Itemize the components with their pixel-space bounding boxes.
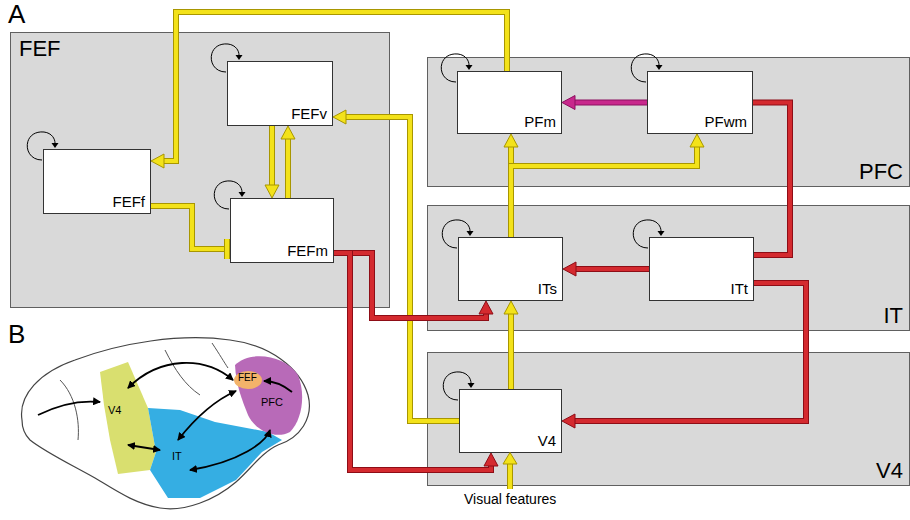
pathway-arrow (264, 381, 292, 392)
input-label: Visual features (464, 491, 556, 507)
module-box: PFwm (647, 71, 753, 134)
fef-region (234, 371, 262, 389)
region-panel: FEF FEFf FEFvFEFm (10, 32, 390, 308)
v4-region (100, 362, 156, 474)
module-label: ITs (538, 280, 557, 297)
region-label: FEF (19, 36, 61, 61)
it-region (148, 408, 282, 498)
pathway-arrow (190, 430, 270, 470)
region-panel: V4V4 (427, 352, 910, 486)
panel-letter: A (8, 0, 25, 30)
module-label: ITt (731, 280, 749, 297)
region-label: V4 (876, 458, 903, 483)
pathway-arrow (128, 445, 160, 450)
area-label: FEF (238, 372, 257, 384)
pathway-arrow (178, 391, 236, 440)
module-box: FEFf (43, 149, 151, 214)
module-box: ITt (649, 237, 754, 301)
module-label: V4 (538, 432, 556, 449)
pathway-arrow (38, 402, 100, 415)
module-box: FEFm (230, 198, 334, 263)
module-box: FEFv (227, 61, 333, 126)
sulcus-line (165, 350, 200, 395)
panel-letter: B (8, 320, 25, 350)
module-box: ITs (458, 237, 563, 301)
region-panel: PFC PFm PFwm (427, 57, 910, 187)
module-box: PFm (457, 71, 562, 134)
area-label: PFC (261, 396, 283, 409)
sulcus-line (60, 380, 78, 440)
sulcus-line (212, 343, 228, 368)
pfc-region (235, 356, 302, 435)
region-panel: IT ITs ITt (427, 205, 910, 331)
pathway-arrow (128, 363, 233, 388)
module-label: FEFv (291, 105, 327, 122)
brain-outline (22, 338, 310, 509)
module-label: PFwm (705, 113, 748, 130)
region-label: IT (883, 303, 903, 328)
module-label: PFm (524, 113, 556, 130)
module-box: V4 (459, 389, 562, 453)
area-label: V4 (108, 404, 121, 417)
module-label: FEFm (287, 242, 328, 259)
region-label: PFC (859, 159, 903, 184)
area-label: IT (172, 450, 182, 463)
module-label: FEFf (113, 193, 146, 210)
